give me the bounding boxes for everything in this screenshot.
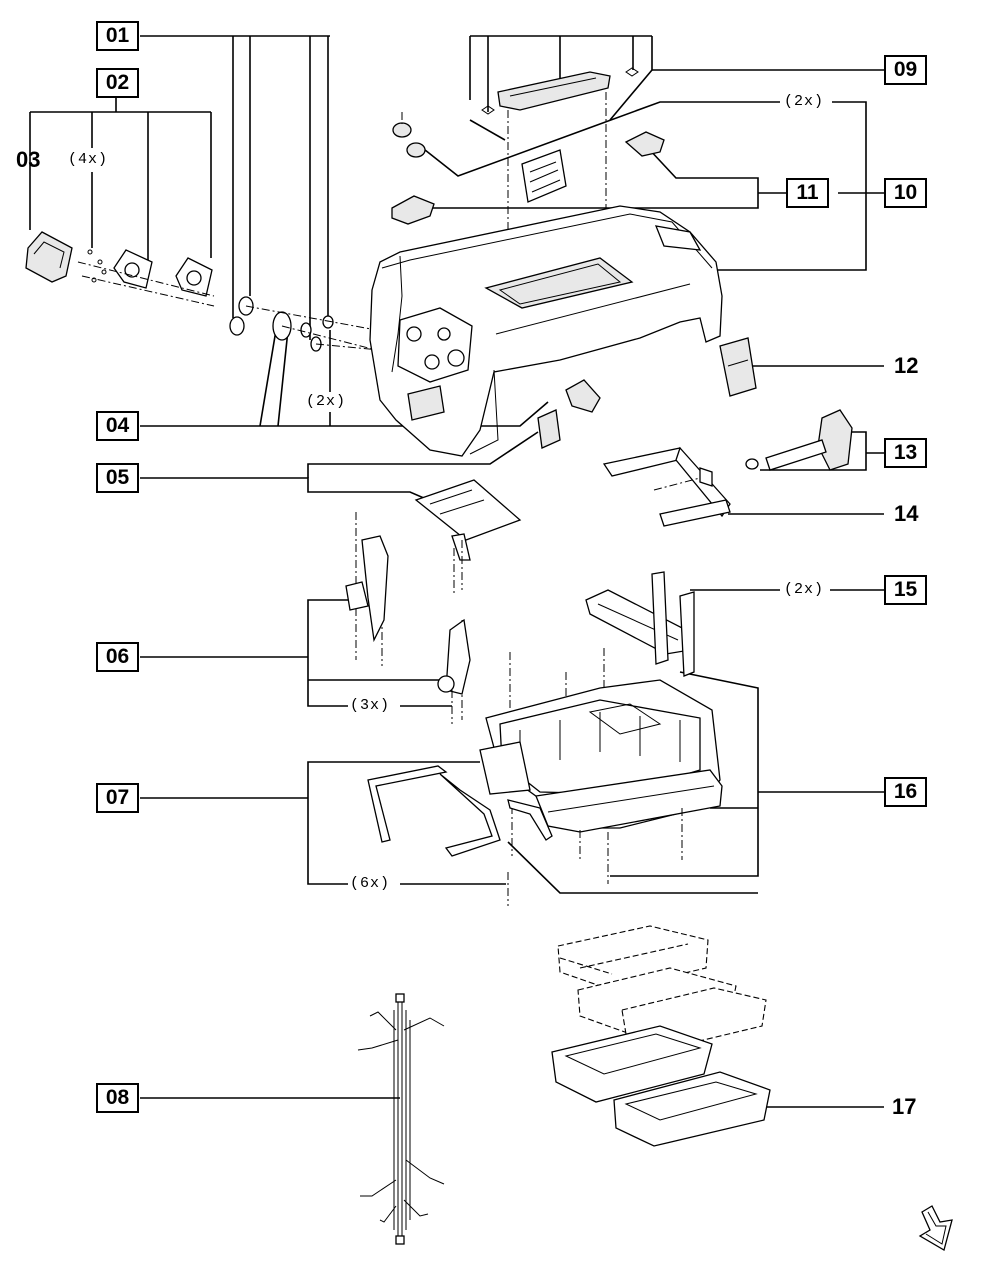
label-05: 05 <box>96 463 139 493</box>
label-11: 11 <box>786 178 829 208</box>
label-14: 14 <box>894 501 919 526</box>
mount-plate-05 <box>414 379 601 596</box>
bracket-top <box>521 149 567 203</box>
label-08: 08 <box>96 1083 139 1113</box>
cover-plate-03 <box>25 231 73 283</box>
label-06: 06 <box>96 642 139 672</box>
label-16: 16 <box>884 777 927 807</box>
base-chassis-16 <box>479 648 723 906</box>
qty-15-clips: (2x) <box>782 581 827 598</box>
qty-03-screws: (4x) <box>66 151 111 168</box>
leader-lines <box>29 35 884 1108</box>
latch-11 <box>391 131 665 225</box>
label-09: 09 <box>884 55 927 85</box>
qty-06-brackets: (3x) <box>348 697 393 714</box>
next-page-arrow-icon <box>918 1205 953 1251</box>
label-04: 04 <box>96 411 139 441</box>
label-17: 17 <box>892 1094 917 1119</box>
handle-bar-07 <box>367 765 553 857</box>
wiring-harness-08 <box>357 993 445 1245</box>
label-01: 01 <box>96 21 139 51</box>
label-10: 10 <box>884 178 927 208</box>
label-12: 12 <box>894 353 919 378</box>
frame-14 <box>602 446 731 527</box>
end-cap-12 <box>719 337 757 397</box>
label-07: 07 <box>96 783 139 813</box>
label-02: 02 <box>96 68 139 98</box>
label-15: 15 <box>884 575 927 605</box>
qty-07-screws: (6x) <box>348 875 393 892</box>
upper-housing <box>369 205 723 457</box>
qty-04-caps: (2x) <box>304 393 349 410</box>
trays-17 <box>551 925 771 1147</box>
rubber-feet-10 <box>392 112 426 158</box>
switch-assembly-02 <box>77 249 215 307</box>
crank-13 <box>745 409 853 471</box>
qty-10-feet: (2x) <box>782 93 827 110</box>
clips-15 <box>585 571 695 677</box>
label-03: 03 <box>16 147 41 172</box>
hinges-06 <box>345 512 471 724</box>
label-13: 13 <box>884 438 927 468</box>
